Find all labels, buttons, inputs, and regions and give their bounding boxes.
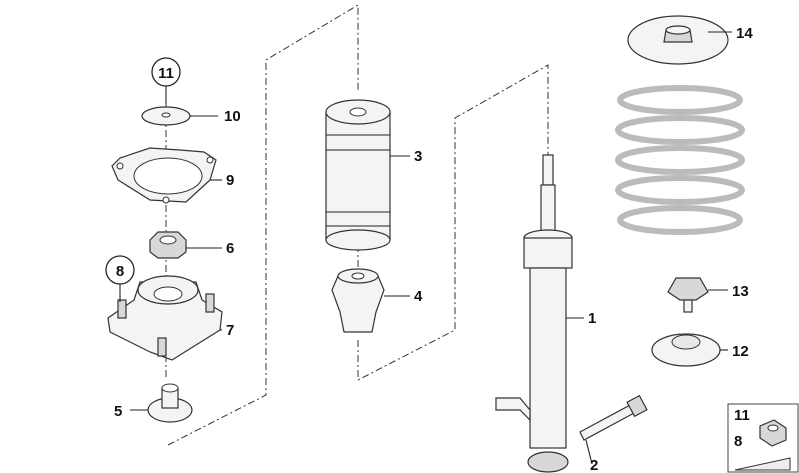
inset-box bbox=[727, 403, 799, 473]
callout-6: 6 bbox=[226, 240, 234, 257]
part-bump-stop-5 bbox=[147, 383, 193, 423]
callout-8: 8 bbox=[116, 263, 124, 280]
callout-1: 1 bbox=[588, 310, 596, 327]
callout-3: 3 bbox=[414, 148, 422, 165]
inset-label-top: 11 bbox=[734, 407, 750, 424]
callout-12: 12 bbox=[732, 343, 749, 360]
callout-4: 4 bbox=[414, 288, 423, 305]
callout-11: 11 bbox=[158, 65, 174, 82]
part-cap-13 bbox=[667, 277, 709, 313]
inset-label-bottom: 8 bbox=[734, 433, 742, 450]
callout-10: 10 bbox=[224, 108, 241, 125]
part-strut-mount-7 bbox=[107, 275, 223, 361]
part-washer-10 bbox=[141, 106, 191, 126]
part-spring-seat-12 bbox=[651, 333, 721, 367]
leader-lines bbox=[119, 31, 732, 465]
callout-5: 5 bbox=[114, 403, 122, 420]
callout-13: 13 bbox=[732, 283, 749, 300]
part-bolt-2 bbox=[579, 394, 648, 441]
callout-8-circle bbox=[105, 255, 135, 285]
callout-11-circle bbox=[151, 57, 181, 87]
part-bump-stop-4 bbox=[331, 268, 385, 333]
callout-2: 2 bbox=[590, 457, 598, 473]
part-nut-6 bbox=[149, 231, 187, 259]
part-dust-boot-3 bbox=[325, 99, 391, 251]
part-spring-seat-14 bbox=[627, 15, 729, 65]
callout-14: 14 bbox=[736, 25, 753, 42]
callout-9: 9 bbox=[226, 172, 234, 189]
part-shock-absorber-1 bbox=[495, 154, 573, 473]
callout-7: 7 bbox=[226, 322, 234, 339]
part-gasket-9 bbox=[111, 147, 217, 204]
part-coil-spring bbox=[615, 85, 745, 235]
